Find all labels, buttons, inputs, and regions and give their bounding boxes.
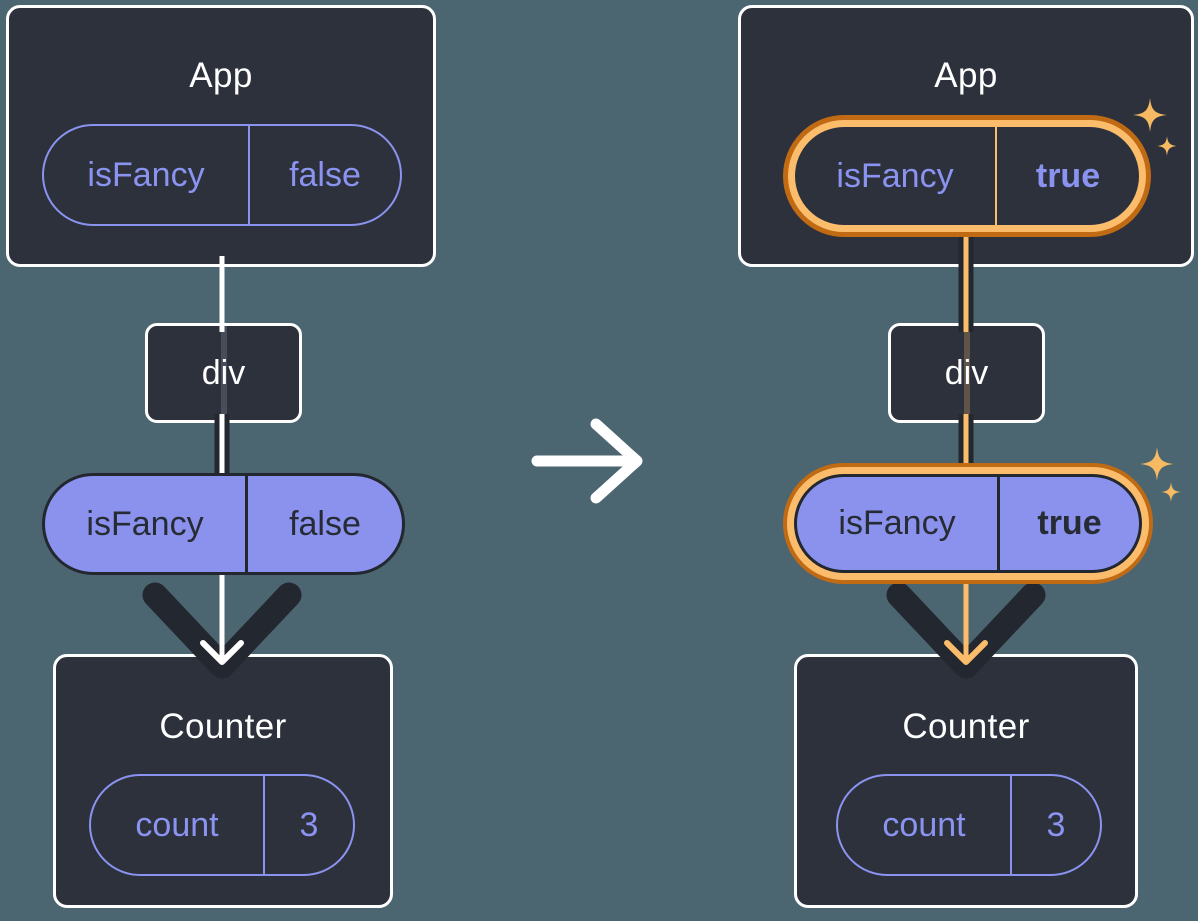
highlighted-passed-prop-pill: isFancy true xyxy=(783,463,1153,584)
state-pill: count 3 xyxy=(89,774,355,876)
arrow-right-icon xyxy=(531,418,643,504)
div-card: div xyxy=(145,323,302,423)
prop-value: false xyxy=(289,504,361,543)
prop-name: isFancy xyxy=(795,127,997,225)
component-title: Counter xyxy=(902,707,1030,746)
sparkle-icon xyxy=(1140,447,1174,481)
passed-prop-pill: isFancy false xyxy=(42,473,405,575)
pass-through-line xyxy=(963,326,970,420)
state-name: count xyxy=(838,776,1012,874)
component-title: App xyxy=(934,56,998,95)
state-value: 3 xyxy=(299,805,319,844)
element-label: div xyxy=(944,353,989,392)
prop-name: isFancy xyxy=(45,476,248,572)
prop-name: isFancy xyxy=(44,126,250,224)
prop-pill: isFancy false xyxy=(42,124,402,226)
prop-value: true xyxy=(1035,156,1101,195)
prop-name: isFancy xyxy=(797,477,1000,570)
sparkle-icon xyxy=(1161,482,1181,502)
element-label: div xyxy=(201,353,246,392)
state-value: 3 xyxy=(1046,805,1066,844)
highlighted-prop-pill: isFancy true xyxy=(783,115,1151,237)
state-name: count xyxy=(91,776,265,874)
div-card: div xyxy=(888,323,1045,423)
prop-value: false xyxy=(289,155,361,194)
component-title: Counter xyxy=(159,707,287,746)
component-title: App xyxy=(189,56,253,95)
state-pill: count 3 xyxy=(836,774,1102,876)
prop-value: true xyxy=(1037,504,1102,542)
pass-through-line xyxy=(220,326,227,420)
